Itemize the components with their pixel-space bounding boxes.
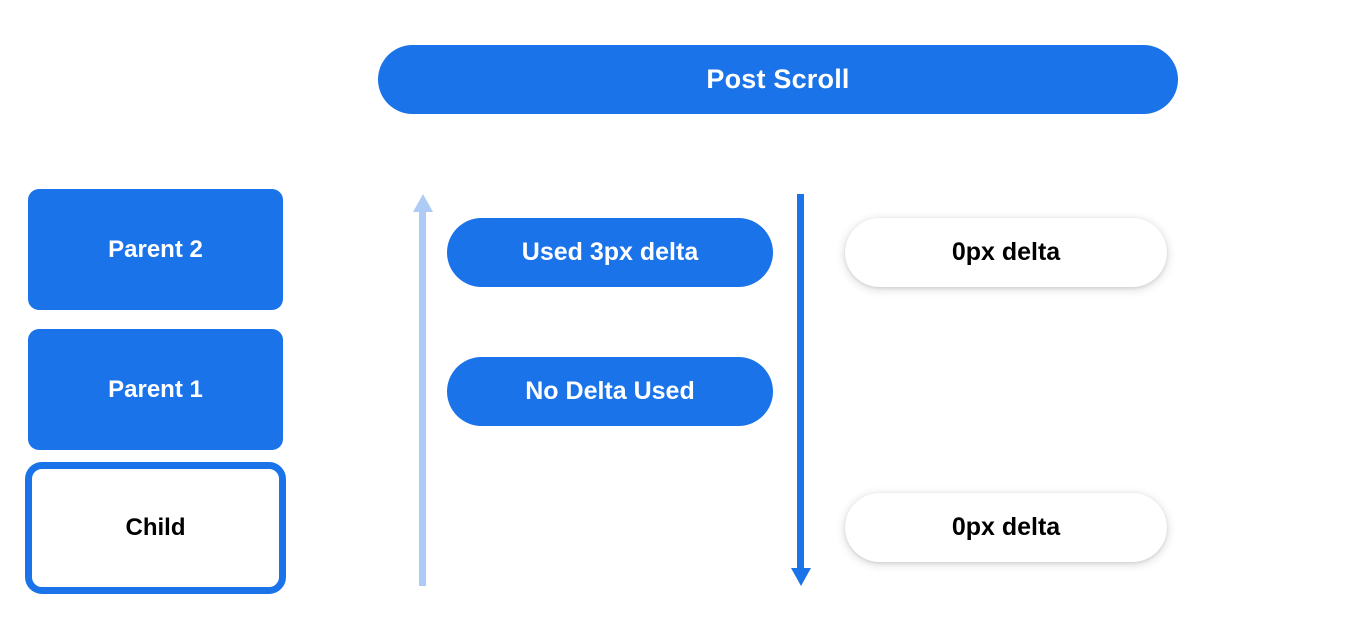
arrow-down-head — [791, 568, 811, 586]
scroll-down-arrow-icon — [791, 194, 811, 586]
result-delta-bottom: 0px delta — [845, 493, 1167, 562]
arrow-down-stem — [797, 194, 804, 570]
node-parent-2: Parent 2 — [28, 189, 283, 310]
node-parent-1: Parent 1 — [28, 329, 283, 450]
page-title: Post Scroll — [378, 45, 1178, 114]
node-child: Child — [25, 462, 286, 594]
arrow-up-stem — [419, 210, 426, 586]
scroll-up-arrow-icon — [413, 194, 433, 586]
delta-used-label: Used 3px delta — [447, 218, 773, 287]
delta-unused-label: No Delta Used — [447, 357, 773, 426]
arrow-up-head — [413, 194, 433, 212]
result-delta-top: 0px delta — [845, 218, 1167, 287]
